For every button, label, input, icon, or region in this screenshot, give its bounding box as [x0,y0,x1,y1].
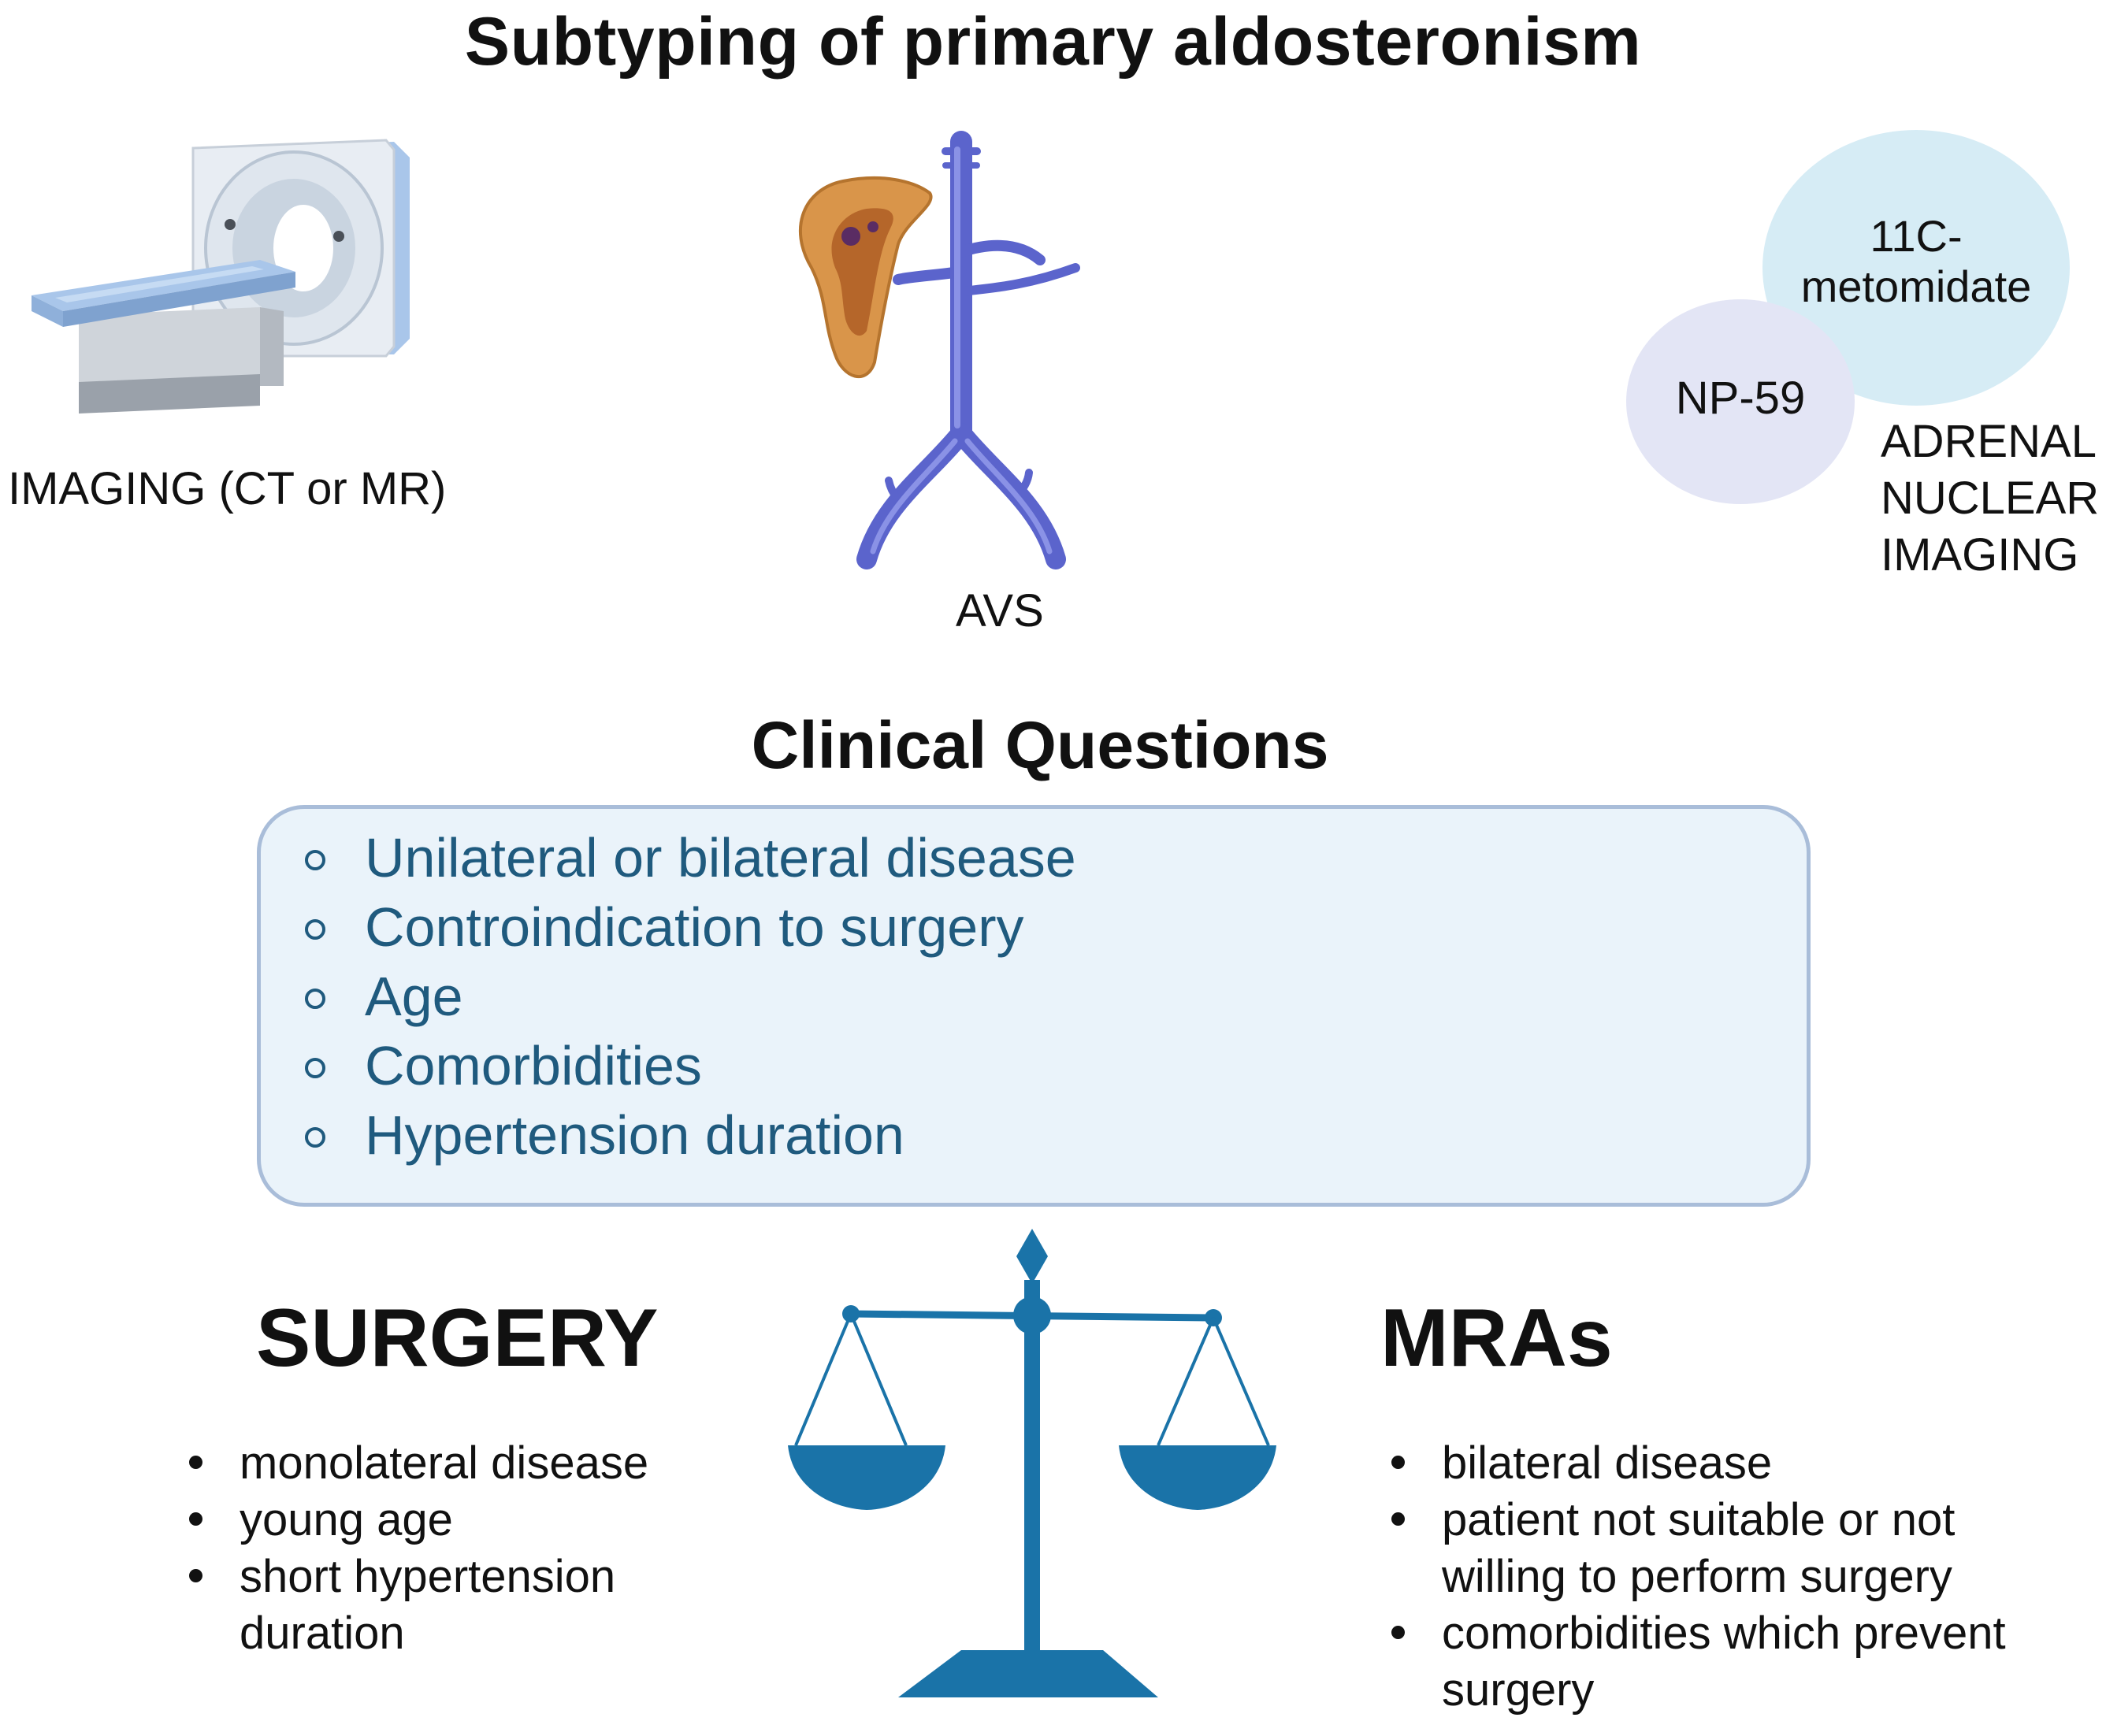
bullet-icon [1391,1626,1405,1639]
question-text: Controindication to surgery [365,896,1024,958]
clinical-questions-title: Clinical Questions [751,708,1329,782]
question-text: Age [365,966,463,1027]
imaging-label: IMAGING (CT or MR) [8,463,447,514]
tracer-np59-label: NP-59 [1675,373,1806,424]
question-text: Hypertension duration [365,1104,904,1166]
mras-item-text: bilateral disease [1442,1437,1773,1489]
adrenal-nuclear-imaging-label: ADRENAL NUCLEAR IMAGING [1881,414,2099,584]
surgery-item: short hypertension duration [183,1549,782,1662]
nuclear-label-line: ADRENAL [1881,416,2097,467]
balance-scale-icon [788,1229,1276,1697]
surgery-list: monolateral disease young age short hype… [183,1435,782,1662]
mras-item: patient not suitable or not willing to p… [1385,1492,2094,1605]
surgery-item: young age [183,1492,782,1549]
question-item: Age [300,962,1076,1031]
bullet-icon [189,1456,202,1469]
clinical-questions-list: Unilateral or bilateral disease Controin… [300,823,1076,1170]
bullet-icon [1391,1512,1405,1526]
clinical-questions-box: Unilateral or bilateral disease Controin… [257,805,1811,1207]
nuclear-label-line: IMAGING [1881,529,2079,581]
page-title: Subtyping of primary aldosteronism [464,4,1642,80]
nuclear-label-line: NUCLEAR [1881,473,2100,524]
question-text: Unilateral or bilateral disease [365,827,1076,888]
mras-item: bilateral disease [1385,1435,2094,1492]
surgery-heading: SURGERY [256,1293,659,1384]
question-item: Unilateral or bilateral disease [300,823,1076,892]
adrenal-vein-icon [798,131,1080,569]
surgery-item: monolateral disease [183,1435,782,1492]
ct-scanner-icon [32,139,410,414]
surgery-item-text: young age [240,1494,453,1545]
bullet-icon [1391,1456,1405,1469]
bullet-icon [189,1512,202,1526]
surgery-item-text: short hypertension duration [240,1551,616,1659]
question-item: Controindication to surgery [300,892,1076,962]
avs-label: AVS [956,585,1044,636]
mras-heading: MRAs [1380,1293,1613,1384]
question-item: Hypertension duration [300,1100,1076,1170]
circle-bullet-icon [305,850,325,870]
question-text: Comorbidities [365,1035,702,1096]
circle-bullet-icon [305,1058,325,1078]
circle-bullet-icon [305,1127,325,1148]
tracer-11c-metomidate-label: 11C- metomidate [1800,211,2032,311]
mras-item-text: patient not suitable or not willing to p… [1442,1494,1956,1602]
bullet-icon [189,1569,202,1582]
tracer-bubble-small [1626,299,1855,504]
mras-item: comorbidities which prevent surgery [1385,1605,2094,1719]
circle-bullet-icon [305,989,325,1009]
circle-bullet-icon [305,919,325,940]
question-item: Comorbidities [300,1031,1076,1100]
surgery-item-text: monolateral disease [240,1437,649,1489]
mras-list: bilateral disease patient not suitable o… [1385,1435,2094,1719]
mras-item-text: comorbidities which prevent surgery [1442,1608,2006,1716]
